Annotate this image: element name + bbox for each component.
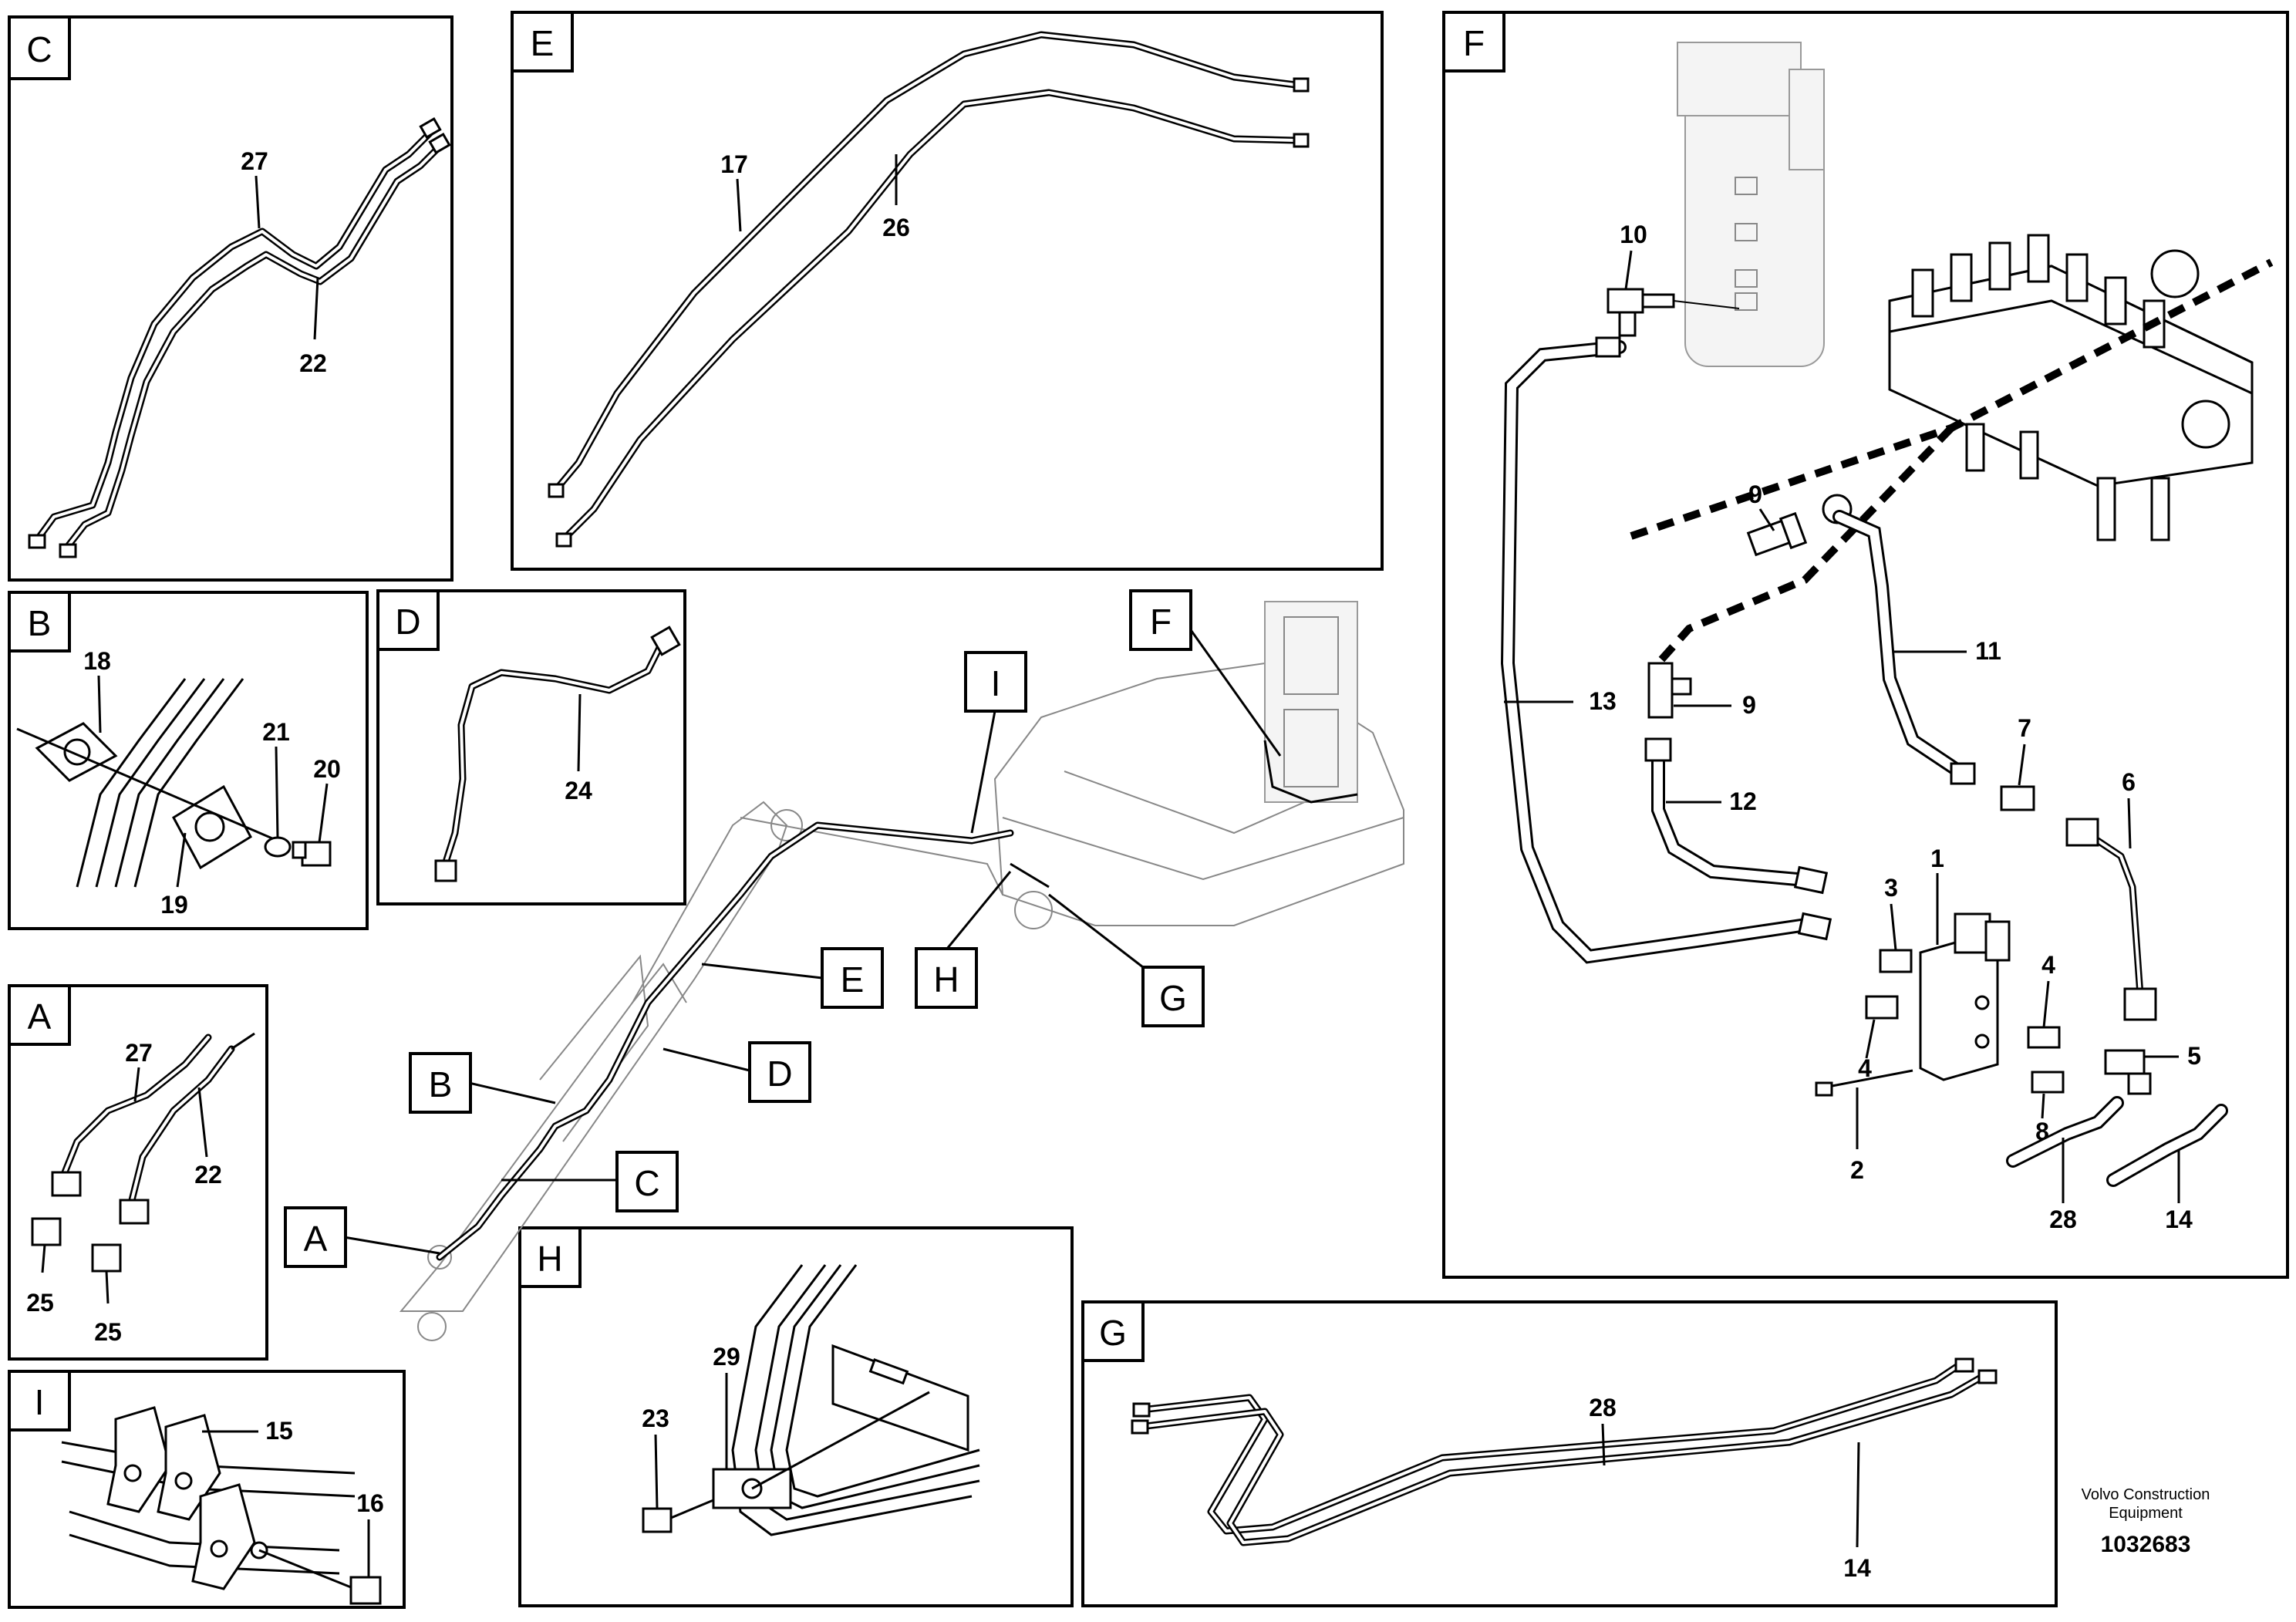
tubes-28-14 (1131, 1357, 1998, 1546)
callout-14-g: 14 (1843, 1554, 1871, 1582)
callout-18: 18 (83, 647, 111, 675)
callout-19: 19 (160, 891, 188, 919)
footer: Volvo Construction Equipment 1032683 (2082, 1486, 2210, 1557)
callout-11: 11 (1975, 637, 2001, 665)
tee-10 (1607, 288, 1740, 337)
panel-b: B 18 21 20 19 (8, 591, 369, 930)
callout-3: 3 (1884, 874, 1898, 902)
callout-7: 7 (2018, 714, 2031, 742)
callout-13: 13 (1589, 687, 1617, 715)
credit-line-2: Equipment (2109, 1505, 2183, 1522)
callout-22: 22 (299, 349, 327, 377)
callout-25: 25 (26, 1289, 54, 1317)
callout-16: 16 (356, 1489, 384, 1517)
panel-i: I 15 16 (8, 1370, 406, 1609)
overview-tag-i: I (964, 651, 1027, 834)
panel-d: D 24 (376, 589, 686, 905)
panel-e-label: E (531, 23, 555, 63)
callout-9-lower: 9 (1742, 691, 1756, 719)
overview-tag-f: F (1129, 589, 1282, 757)
tee-9-upper (1746, 494, 1853, 557)
panel-a: A 27 22 25 25 (8, 984, 268, 1361)
tee-9-lower (1647, 662, 1692, 719)
panel-c: C 27 22 (8, 15, 453, 582)
panel-h: H 23 29 (518, 1226, 1074, 1607)
panel-i-label: I (35, 1382, 45, 1422)
callout-27-a: 27 (125, 1039, 153, 1067)
panel-g: G 28 14 (1081, 1300, 2058, 1607)
svg-text:G: G (1159, 978, 1187, 1018)
overview-tag-d: D (663, 1041, 811, 1103)
panel-b-label: B (28, 603, 52, 643)
solenoid-valve-1 (1919, 912, 2011, 1081)
callout-27: 27 (241, 147, 268, 175)
panel-a-label: A (28, 996, 52, 1037)
callout-26: 26 (882, 214, 910, 241)
overview-tag-g: G (1048, 893, 1205, 1027)
callout-4: 4 (1858, 1054, 1872, 1082)
callout-14: 14 (2165, 1206, 2193, 1233)
callout-15: 15 (265, 1417, 293, 1445)
callout-28: 28 (2049, 1206, 2077, 1233)
svg-text:H: H (933, 959, 959, 1000)
svg-text:C: C (634, 1163, 659, 1203)
callout-21: 21 (262, 718, 290, 746)
overview-tag-a: A (284, 1206, 440, 1268)
svg-text:A: A (304, 1219, 328, 1259)
panel-f: F (1442, 11, 2289, 1279)
overview-tag-h: H (915, 871, 1012, 1009)
svg-text:E: E (841, 959, 865, 1000)
panel-h-label: H (537, 1239, 562, 1279)
panel-d-label: D (395, 602, 420, 642)
callout-20: 20 (313, 755, 341, 783)
callout-23: 23 (642, 1404, 669, 1432)
callout-28-g: 28 (1589, 1394, 1617, 1421)
svg-text:I: I (991, 663, 1001, 703)
callout-24: 24 (565, 777, 592, 804)
tube-pair-27-22 (28, 117, 451, 558)
callout-10: 10 (1620, 221, 1647, 248)
callout-22-a: 22 (194, 1161, 222, 1189)
callout-25-b: 25 (94, 1318, 122, 1346)
callout-1: 1 (1930, 845, 1944, 872)
svg-text:B: B (429, 1064, 453, 1104)
document-number: 1032683 (2101, 1532, 2191, 1557)
panel-c-label: C (26, 29, 52, 69)
callout-2: 2 (1850, 1156, 1864, 1184)
svg-text:F: F (1150, 602, 1172, 642)
panel-g-label: G (1099, 1313, 1127, 1353)
callout-17: 17 (720, 150, 748, 178)
callout-6: 6 (2122, 768, 2136, 796)
svg-text:D: D (767, 1054, 792, 1094)
filter-canister (1677, 42, 1825, 367)
overview-tag-c: C (501, 1151, 679, 1212)
callout-29: 29 (713, 1343, 740, 1371)
callout-5: 5 (2187, 1042, 2201, 1070)
overview-tag-b: B (409, 1052, 556, 1114)
credit-line-1: Volvo Construction (2082, 1486, 2210, 1503)
tubes-17-26 (548, 31, 1310, 548)
callout-4-right: 4 (2041, 951, 2055, 979)
callout-12: 12 (1729, 787, 1757, 815)
panel-f-label: F (1463, 23, 1485, 63)
callout-9: 9 (1748, 481, 1762, 508)
machine-overview (399, 601, 1404, 1341)
control-valve-block (1888, 234, 2254, 541)
panel-e: E 17 26 (511, 11, 1384, 571)
overview-tag-e: E (701, 947, 884, 1009)
